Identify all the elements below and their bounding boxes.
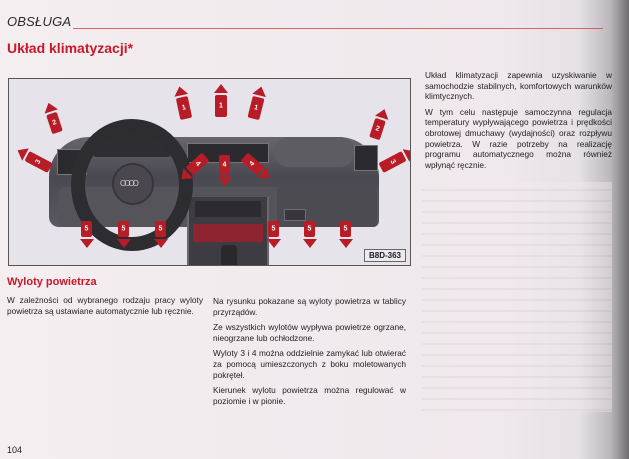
paragraph: Układ klimatyzacji zapewnia uzyskiwanie … bbox=[425, 70, 612, 102]
climate-control-panel bbox=[193, 224, 263, 242]
page-number: 104 bbox=[7, 445, 23, 455]
airflow-arrow-3: 3 bbox=[24, 151, 53, 173]
airflow-arrow-1: 1 bbox=[175, 95, 193, 121]
figure-id-label: B8D-363 bbox=[363, 249, 406, 262]
steering-hub bbox=[112, 163, 154, 205]
airflow-arrow-5: 5 bbox=[340, 221, 351, 237]
airflow-arrow-5: 5 bbox=[155, 221, 166, 237]
header-rule bbox=[73, 28, 603, 29]
outlets-text-mid: Na rysunku pokazane są wyloty powietrza … bbox=[213, 296, 406, 411]
glovebox bbox=[277, 187, 377, 227]
bleed-through-text bbox=[422, 182, 612, 412]
airflow-arrow-1: 1 bbox=[247, 95, 265, 121]
airflow-arrow-5: 5 bbox=[304, 221, 315, 237]
paragraph: Ze wszystkich wylotów wypływa powietrze … bbox=[213, 322, 406, 343]
paragraph: W tym celu następuje samoczynna regulacj… bbox=[425, 106, 612, 170]
airflow-arrow-4: 4 bbox=[219, 155, 230, 175]
airflow-arrow-2: 2 bbox=[46, 111, 63, 135]
paragraph: W zależności od wybranego rodzaju pracy … bbox=[7, 295, 203, 316]
glovebox-handle bbox=[284, 209, 306, 221]
airflow-arrow-1: 1 bbox=[215, 95, 227, 117]
radio-unit bbox=[195, 201, 261, 217]
outlets-text-left: W zależności od wybranego rodzaju pracy … bbox=[7, 295, 203, 321]
airflow-arrow-2: 2 bbox=[369, 117, 386, 141]
paragraph: Kierunek wylotu powietrza można regulowa… bbox=[213, 385, 406, 406]
passenger-airbag-cover bbox=[274, 137, 354, 167]
section-label: OBSŁUGA bbox=[7, 14, 72, 29]
gear-shifter bbox=[221, 245, 237, 265]
paragraph: Na rysunku pokazane są wyloty powietrza … bbox=[213, 296, 406, 317]
dashboard-figure: OOOO 1 1 1 2 2 3 3 4 4 4 5 5 5 5 5 5 B8D… bbox=[8, 78, 411, 266]
section-heading: Wyloty powietrza bbox=[7, 276, 97, 288]
intro-text: Układ klimatyzacji zapewnia uzyskiwanie … bbox=[425, 70, 612, 175]
airflow-arrow-3: 3 bbox=[378, 151, 407, 173]
airflow-arrow-5: 5 bbox=[81, 221, 92, 237]
vent-right-side bbox=[354, 145, 378, 171]
brand-logo-icon: OOOO bbox=[120, 179, 139, 188]
airflow-arrow-5: 5 bbox=[118, 221, 129, 237]
airflow-arrow-5: 5 bbox=[268, 221, 279, 237]
page-title: Układ klimatyzacji* bbox=[7, 40, 134, 56]
paragraph: Wyloty 3 i 4 można oddzielnie zamykać lu… bbox=[213, 348, 406, 380]
